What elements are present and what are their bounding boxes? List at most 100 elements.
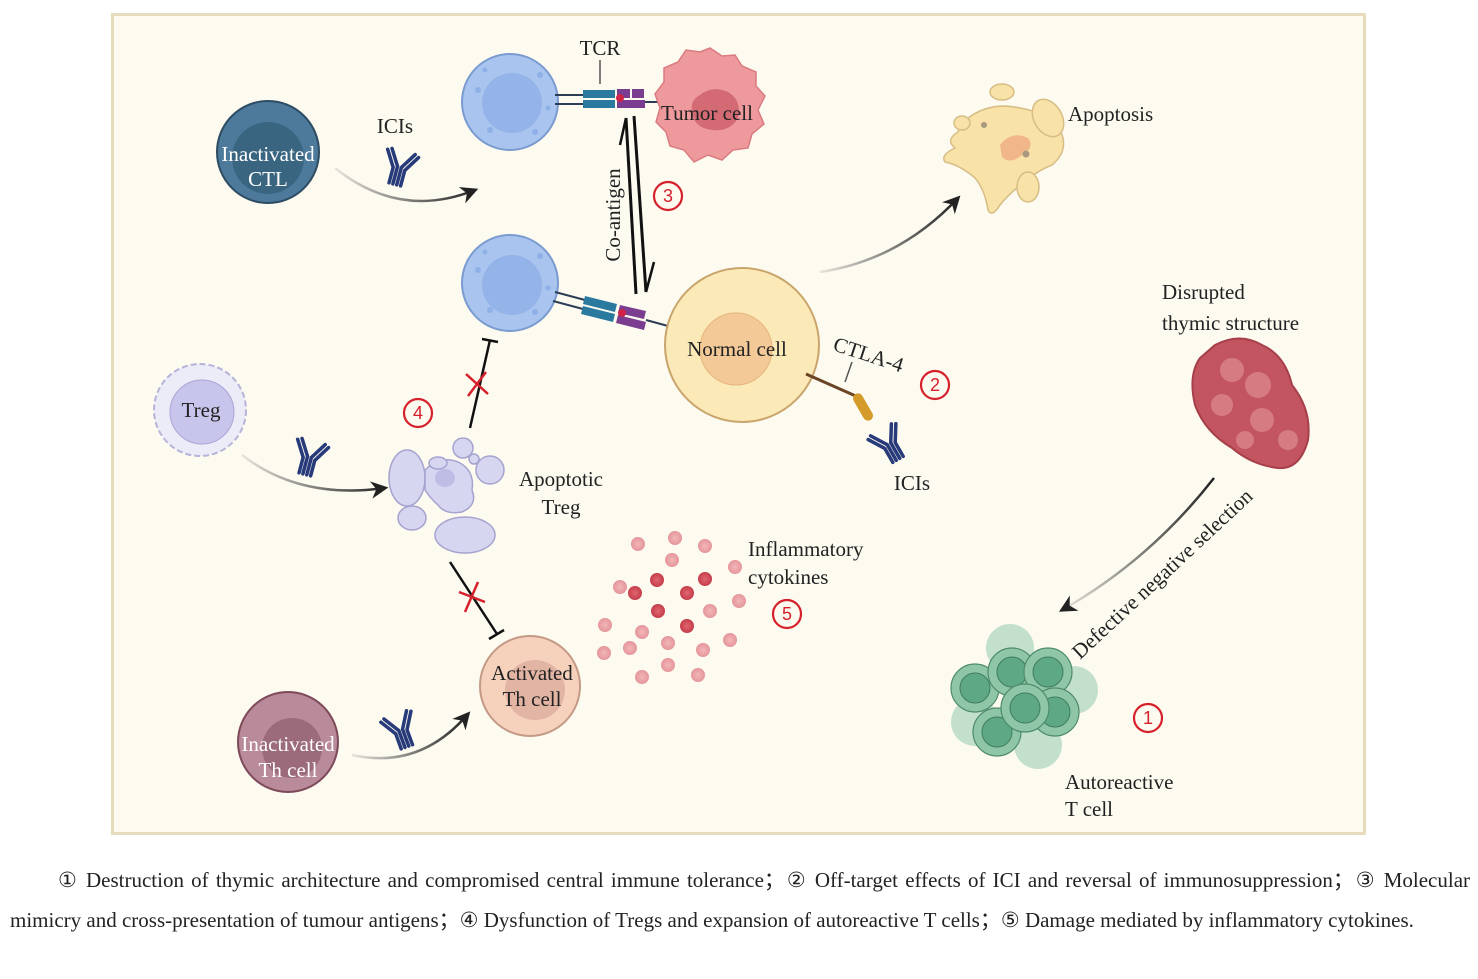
- caption-text: Molecular mimicry and cross-presentation…: [10, 868, 1471, 932]
- apoptotic-cell: [943, 83, 1065, 214]
- caption-item-3: ③ Molecular mimicry and cross-presentati…: [10, 868, 1470, 932]
- caption-text: Damage mediated by inflammatory cytokine…: [1024, 908, 1414, 932]
- defective-negative-selection-label: Defective negative selection: [1067, 484, 1258, 664]
- marker-3: 3: [652, 180, 684, 212]
- co-antigen-arrows: [618, 115, 656, 295]
- disrupted-thymic-label-1: Disrupted: [1162, 280, 1245, 304]
- treg-cell: [153, 363, 247, 457]
- cytokine-dot: [635, 625, 649, 639]
- cytokine-dot: [665, 553, 679, 567]
- autoreactive-t-cell-cluster: [950, 624, 1098, 769]
- caption-number: ③: [1353, 868, 1384, 892]
- activated-th-label-2: Th cell: [503, 687, 562, 711]
- marker-5: 5: [771, 598, 803, 630]
- negative-selection-arrow: [1058, 477, 1215, 612]
- ctla4-receptor: [805, 361, 873, 421]
- caption-item-5: ⑤ Damage mediated by inflammatory cytoki…: [1001, 908, 1414, 932]
- tcr-mhc-complex-middle: [552, 291, 669, 330]
- cytokine-dot: [598, 618, 612, 632]
- tcr-label: TCR: [580, 36, 621, 60]
- autoreactive-label-2: T cell: [1065, 797, 1113, 821]
- cytokine-cluster: [597, 531, 746, 684]
- activated-ctl-middle: [461, 234, 559, 332]
- ctla4-label: CTLA-4: [830, 332, 907, 377]
- cytokine-dot: [680, 586, 694, 600]
- antibody-icon: [379, 708, 415, 751]
- cytokine-dot: [635, 670, 649, 684]
- cytokine-dot: [631, 537, 645, 551]
- apoptosis-arrow: [819, 195, 961, 274]
- marker-4: 4: [402, 397, 434, 429]
- normal-cell: [664, 267, 820, 423]
- caption-item-2: ② Off-target effects of ICI and reversal…: [785, 868, 1354, 892]
- treg-label: Treg: [182, 398, 221, 422]
- marker-1: 1: [1132, 702, 1164, 734]
- cytokine-dot: [696, 643, 710, 657]
- icis-top-label: ICIs: [377, 114, 413, 138]
- marker-2: 2: [919, 369, 951, 401]
- autoreactive-label-1: Autoreactive: [1065, 770, 1173, 794]
- inactivated-ctl-cell: Inactivated CTL: [216, 100, 320, 204]
- caption-number: ①: [58, 868, 86, 892]
- inactivated-ctl-label-2: CTL: [248, 167, 288, 191]
- inflammatory-cytokines-label-1: Inflammatory: [748, 537, 864, 561]
- antibody-icon: [295, 436, 331, 478]
- cytokine-dot: [628, 586, 642, 600]
- cytokine-dot: [613, 580, 627, 594]
- blocked-inhibition-to-th: [448, 561, 505, 641]
- svg-text:2: 2: [930, 375, 940, 395]
- caption-number: ⑤: [1000, 908, 1025, 932]
- cytokine-dot: [732, 594, 746, 608]
- thymus-organ: [1191, 337, 1310, 470]
- tumor-cell-label: Tumor cell: [661, 101, 753, 125]
- apoptotic-treg: [388, 437, 505, 554]
- inactivated-ctl-label-1: Inactivated: [221, 142, 315, 166]
- svg-text:4: 4: [413, 403, 423, 423]
- normal-cell-label: Normal cell: [687, 337, 787, 361]
- mechanism-diagram: Inactivated CTL ICIs TCR Tumor cell: [153, 36, 1310, 821]
- cytokine-dot: [698, 572, 712, 586]
- th-activation-arrow: [351, 711, 471, 760]
- tcr-mhc-complex-top: [555, 60, 660, 108]
- icis-right-label: ICIs: [894, 471, 930, 495]
- cytokine-dot: [668, 531, 682, 545]
- cytokine-dot: [597, 646, 611, 660]
- cytokine-dot: [728, 560, 742, 574]
- cytokine-dot: [723, 633, 737, 647]
- inactivated-th-label-1: Inactivated: [241, 732, 335, 756]
- cytokine-dot: [661, 658, 675, 672]
- cytokine-dot: [661, 636, 675, 650]
- inflammatory-cytokines-label-2: cytokines: [748, 565, 828, 589]
- inactivated-th-cell: [237, 691, 339, 793]
- svg-text:3: 3: [663, 186, 673, 206]
- activated-th-label-1: Activated: [491, 661, 573, 685]
- cytokine-dot: [650, 573, 664, 587]
- cytokine-dot: [623, 641, 637, 655]
- antibody-icon: [866, 421, 905, 465]
- cytokine-dot: [703, 604, 717, 618]
- antibody-icon: [385, 146, 421, 188]
- caption-item-4: ④ Dysfunction of Tregs and expansion of …: [460, 908, 1001, 932]
- apoptotic-treg-label-1: Apoptotic: [519, 467, 603, 491]
- ctl-activation-arrow: [334, 167, 479, 204]
- activated-ctl-top: [461, 53, 559, 151]
- treg-apoptosis-arrow: [241, 454, 389, 499]
- inactivated-th-label-2: Th cell: [259, 758, 318, 782]
- apoptotic-treg-label-2: Treg: [542, 495, 581, 519]
- cytokine-dot: [680, 619, 694, 633]
- cytokine-dot: [698, 539, 712, 553]
- caption-text: Off-target effects of ICI and reversal o…: [814, 868, 1354, 892]
- svg-text:1: 1: [1143, 708, 1153, 728]
- caption-number: ②: [784, 868, 815, 892]
- svg-text:5: 5: [782, 604, 792, 624]
- caption-item-1: ① Destruction of thymic architecture and…: [58, 868, 785, 892]
- caption-text: Dysfunction of Tregs and expansion of au…: [483, 908, 1001, 932]
- apoptosis-label: Apoptosis: [1068, 102, 1153, 126]
- disrupted-thymic-label-2: thymic structure: [1162, 311, 1299, 335]
- tumor-cell: [654, 47, 766, 163]
- caption-number: ④: [459, 908, 484, 932]
- cytokine-dot: [691, 668, 705, 682]
- caption-text: Destruction of thymic architecture and c…: [85, 868, 785, 892]
- co-antigen-label: Co-antigen: [601, 168, 625, 262]
- blocked-inhibition-to-ctl: [465, 337, 499, 429]
